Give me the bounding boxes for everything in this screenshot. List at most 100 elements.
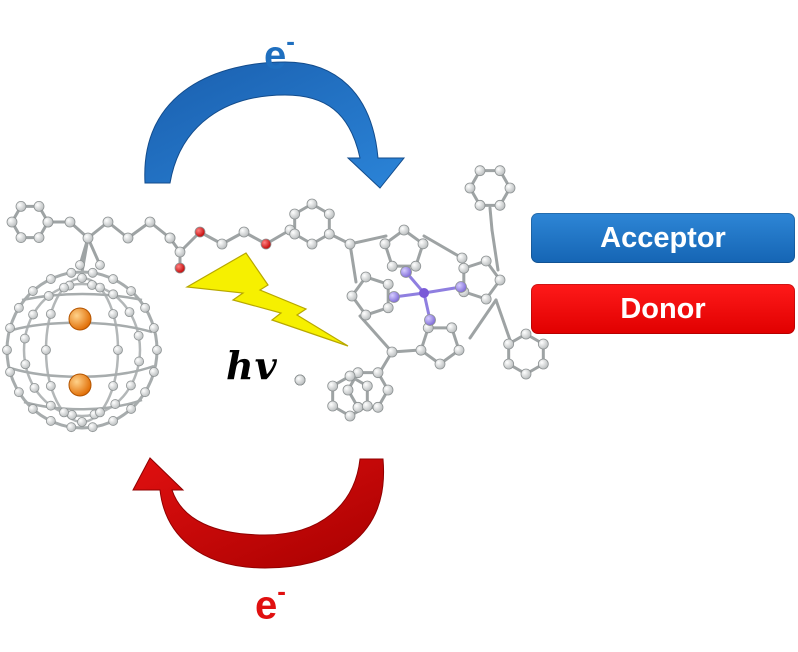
atom — [28, 309, 38, 320]
molecule-atoms — [6, 165, 549, 422]
atom — [108, 381, 119, 391]
atom — [42, 216, 54, 228]
atom — [216, 238, 228, 250]
bond — [358, 314, 394, 354]
atom — [344, 238, 356, 250]
bond — [490, 228, 500, 272]
atom — [424, 314, 436, 326]
atom — [149, 323, 159, 333]
atom — [2, 345, 12, 355]
atom — [494, 199, 506, 211]
atom — [87, 267, 98, 278]
legend-donor: Donor — [531, 284, 795, 334]
atom — [327, 400, 339, 412]
atom — [415, 344, 427, 356]
atom — [14, 302, 24, 313]
atom — [386, 260, 398, 272]
atom — [14, 387, 24, 398]
atom — [108, 416, 119, 426]
atom — [306, 198, 318, 210]
atom — [95, 260, 105, 270]
bond — [348, 242, 358, 284]
atom — [346, 290, 358, 302]
atom — [453, 344, 465, 356]
atom — [5, 367, 15, 377]
atom — [480, 255, 492, 267]
atom — [464, 182, 476, 194]
atom — [174, 262, 186, 274]
atom — [29, 382, 40, 393]
atom — [108, 309, 119, 319]
atom — [382, 302, 394, 314]
atom — [164, 232, 176, 244]
lightning-bolt-icon — [185, 252, 349, 347]
atom — [45, 309, 56, 319]
atom — [140, 302, 150, 313]
atom — [45, 274, 56, 284]
photon-label: hv — [226, 343, 278, 388]
electron-transfer-arrow-top — [144, 61, 406, 189]
atom — [382, 278, 394, 290]
atom — [19, 333, 30, 344]
atom — [140, 387, 150, 398]
atom — [372, 401, 384, 413]
atom — [344, 370, 356, 382]
atom — [289, 228, 301, 240]
atom — [45, 381, 56, 391]
atom — [27, 404, 38, 414]
atom — [15, 201, 27, 212]
atom — [144, 216, 156, 228]
atom — [95, 407, 105, 418]
atom — [352, 401, 364, 413]
atom — [194, 226, 206, 238]
electron-label-bottom: e- — [255, 576, 286, 628]
atom — [323, 208, 335, 220]
atom — [388, 291, 400, 303]
atom — [480, 293, 492, 305]
atom — [113, 345, 123, 355]
bond — [488, 206, 494, 232]
atom — [398, 224, 410, 236]
atom — [59, 282, 69, 293]
atom — [520, 368, 532, 380]
atom — [260, 238, 272, 250]
atom — [458, 262, 470, 274]
atom — [379, 238, 391, 250]
atom — [95, 282, 105, 293]
bond — [422, 234, 464, 260]
atom — [45, 416, 56, 426]
atom — [122, 232, 134, 244]
atom — [108, 274, 119, 284]
atom — [344, 410, 356, 422]
atom — [494, 165, 506, 177]
atom — [410, 260, 422, 272]
atom — [342, 384, 354, 396]
atom — [134, 356, 145, 367]
atom — [238, 226, 250, 238]
atom — [77, 417, 87, 427]
atom — [33, 201, 45, 212]
atom — [474, 199, 486, 211]
atom — [66, 422, 77, 433]
atom — [41, 345, 51, 355]
fullerene-molecule — [2, 267, 162, 433]
atom — [27, 286, 38, 296]
atom — [417, 238, 429, 250]
atom — [400, 266, 412, 278]
atom — [504, 182, 516, 194]
atom — [323, 228, 335, 240]
atom — [124, 307, 135, 318]
atom — [294, 374, 306, 386]
atom — [6, 216, 18, 228]
atom — [108, 289, 119, 300]
atom — [126, 404, 137, 414]
atom — [102, 216, 114, 228]
atom — [149, 367, 159, 377]
atom — [361, 400, 373, 412]
atom — [386, 346, 398, 358]
atom — [87, 422, 98, 433]
atom — [446, 322, 458, 334]
metal-atom-top — [68, 307, 92, 331]
atom — [289, 208, 301, 220]
